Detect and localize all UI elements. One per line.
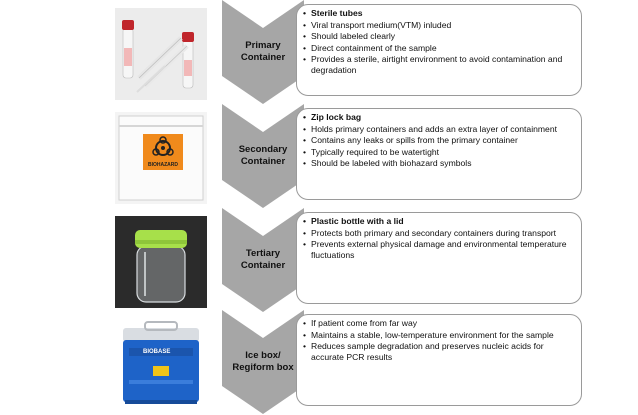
bullet-item: Maintains a stable, low-temperature envi… [303, 330, 573, 341]
bag-label-text: BIOHAZARD [148, 162, 178, 168]
bullet-item: Plastic bottle with a lid [303, 216, 573, 227]
bullet-item: Sterile tubes [303, 8, 573, 19]
bullet-item: Contains any leaks or spills from the pr… [303, 135, 573, 146]
stage-label-line: Container [240, 52, 286, 63]
stage-label-line: Container [240, 260, 286, 271]
ice-box-image: BIOBASE [115, 318, 207, 410]
bullet-item: Viral transport medium(VTM) inluded [303, 20, 573, 31]
stage-description-card: Zip lock bag Holds primary containers an… [296, 108, 582, 200]
plastic-bottle-image [115, 216, 207, 308]
bullet-item: Prevents external physical damage and en… [303, 239, 573, 260]
stage-label-line: Primary [245, 40, 281, 51]
bullet-item: If patient come from far way [303, 318, 573, 329]
bullet-item: Typically required to be watertight [303, 147, 573, 158]
bullet-item: Zip lock bag [303, 112, 573, 123]
stage-label-line: Ice box/ [245, 350, 281, 361]
bullet-item: Reduces sample degradation and preserves… [303, 341, 573, 362]
sterile-swab-tubes-image [115, 8, 207, 100]
bullet-item: Protects both primary and secondary cont… [303, 228, 573, 239]
bullet-item: Holds primary containers and adds an ext… [303, 124, 573, 135]
stage-chevron [222, 208, 304, 312]
stage-label-line: Regiform box [232, 362, 294, 373]
stage-chevron [222, 104, 304, 208]
box-brand-text: BIOBASE [143, 349, 170, 355]
stage-chevron [222, 310, 304, 414]
stage-label-line: Secondary [238, 144, 288, 155]
stage-ice-box: BIOBASE Ice box/Regiform box If patient … [0, 310, 638, 414]
bullet-item: Should be labeled with biohazard symbols [303, 158, 573, 169]
bullet-item: Direct containment of the sample [303, 43, 573, 54]
bullet-item: Should labeled clearly [303, 31, 573, 42]
stage-label-ice-box: Ice box/Regiform box [222, 310, 304, 414]
stage-description-card: Plastic bottle with a lid Protects both … [296, 212, 582, 304]
bullet-item: Provides a sterile, airtight environment… [303, 54, 573, 75]
stage-label-line: Container [240, 156, 286, 167]
biohazard-zip-bag-image: BIOHAZARD [115, 112, 207, 204]
stage-label-line: Tertiary [245, 248, 281, 259]
stage-chevron [222, 0, 304, 104]
stage-description-card: Sterile tubes Viral transport medium(VTM… [296, 4, 582, 96]
stage-description-card: If patient come from far way Maintains a… [296, 314, 582, 406]
